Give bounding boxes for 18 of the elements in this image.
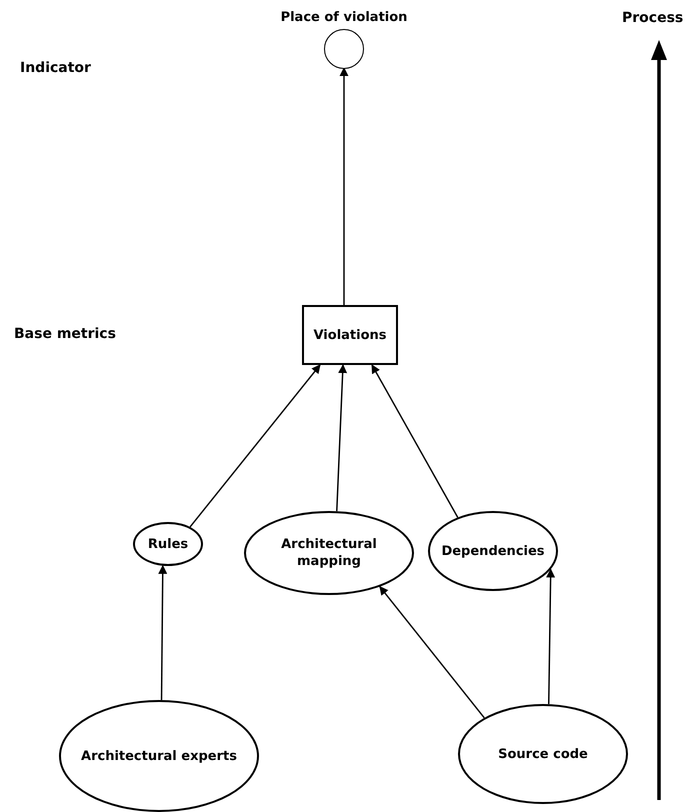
arrow bbox=[158, 564, 168, 700]
arrow bbox=[371, 364, 458, 518]
arrow bbox=[379, 586, 485, 718]
node-label: Violations bbox=[312, 326, 388, 344]
arrow bbox=[336, 364, 348, 512]
node-label: Dependencies bbox=[440, 542, 546, 560]
arrow bbox=[546, 568, 556, 704]
node-label: Architectural experts bbox=[80, 748, 238, 764]
node-heading: Place of violation bbox=[280, 9, 408, 26]
arrow bbox=[340, 67, 348, 305]
arrow bbox=[190, 364, 321, 528]
level-label: Base metrics bbox=[14, 326, 116, 342]
node-label: Architectural mapping bbox=[280, 536, 378, 570]
axis-label: Process bbox=[622, 10, 684, 26]
node-label: Source code bbox=[497, 746, 589, 762]
level-label: Indicator bbox=[20, 60, 91, 76]
metric-box bbox=[302, 305, 398, 365]
node-label: Rules bbox=[146, 536, 190, 552]
